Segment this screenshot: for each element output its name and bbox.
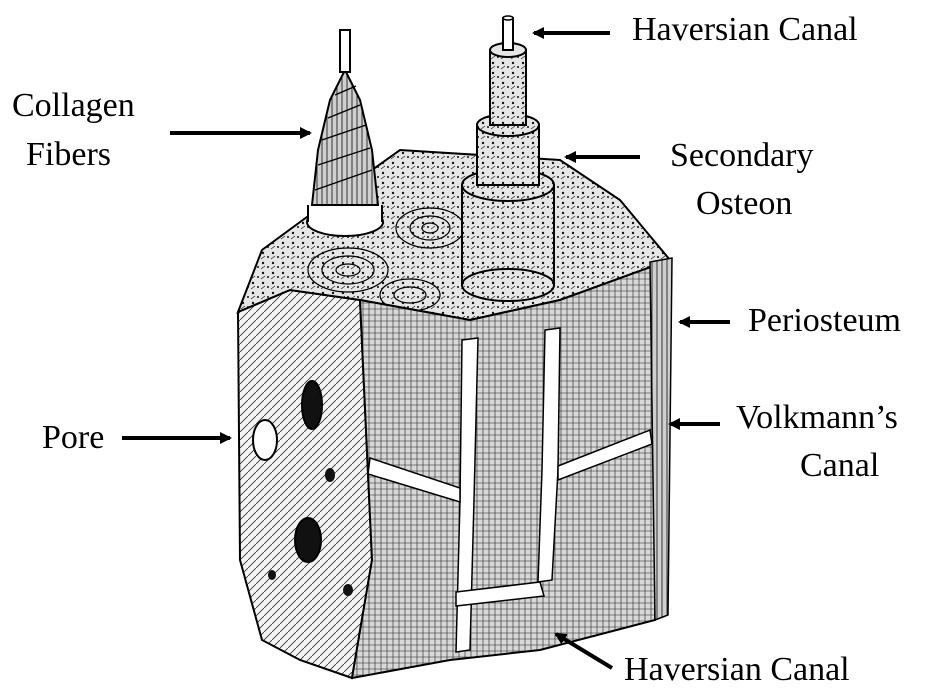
pore-hole — [302, 381, 322, 429]
label-volkmann-line2: Canal — [800, 447, 879, 484]
pore-hole — [343, 584, 353, 596]
label-haversian-canal-bottom: Haversian Canal — [624, 651, 850, 688]
label-periosteum: Periosteum — [748, 302, 901, 339]
label-collagen-line2: Fibers — [26, 136, 111, 173]
label-collagen-line1: Collagen — [12, 87, 135, 124]
label-volkmann-line1: Volkmann’s — [736, 399, 898, 436]
outer-cortex-wall — [238, 290, 372, 678]
label-secondary-line2: Osteon — [696, 185, 792, 222]
collagen-fiber-bundle — [307, 30, 383, 236]
label-pore: Pore — [42, 419, 104, 456]
bone-block-illustration — [238, 16, 672, 678]
pore-hole — [325, 468, 335, 482]
label-haversian-canal-top: Haversian Canal — [632, 11, 858, 48]
pore-hole — [295, 518, 321, 562]
pore-hole — [253, 420, 277, 460]
pore-hole — [268, 570, 276, 580]
label-secondary-line1: Secondary — [670, 137, 814, 174]
